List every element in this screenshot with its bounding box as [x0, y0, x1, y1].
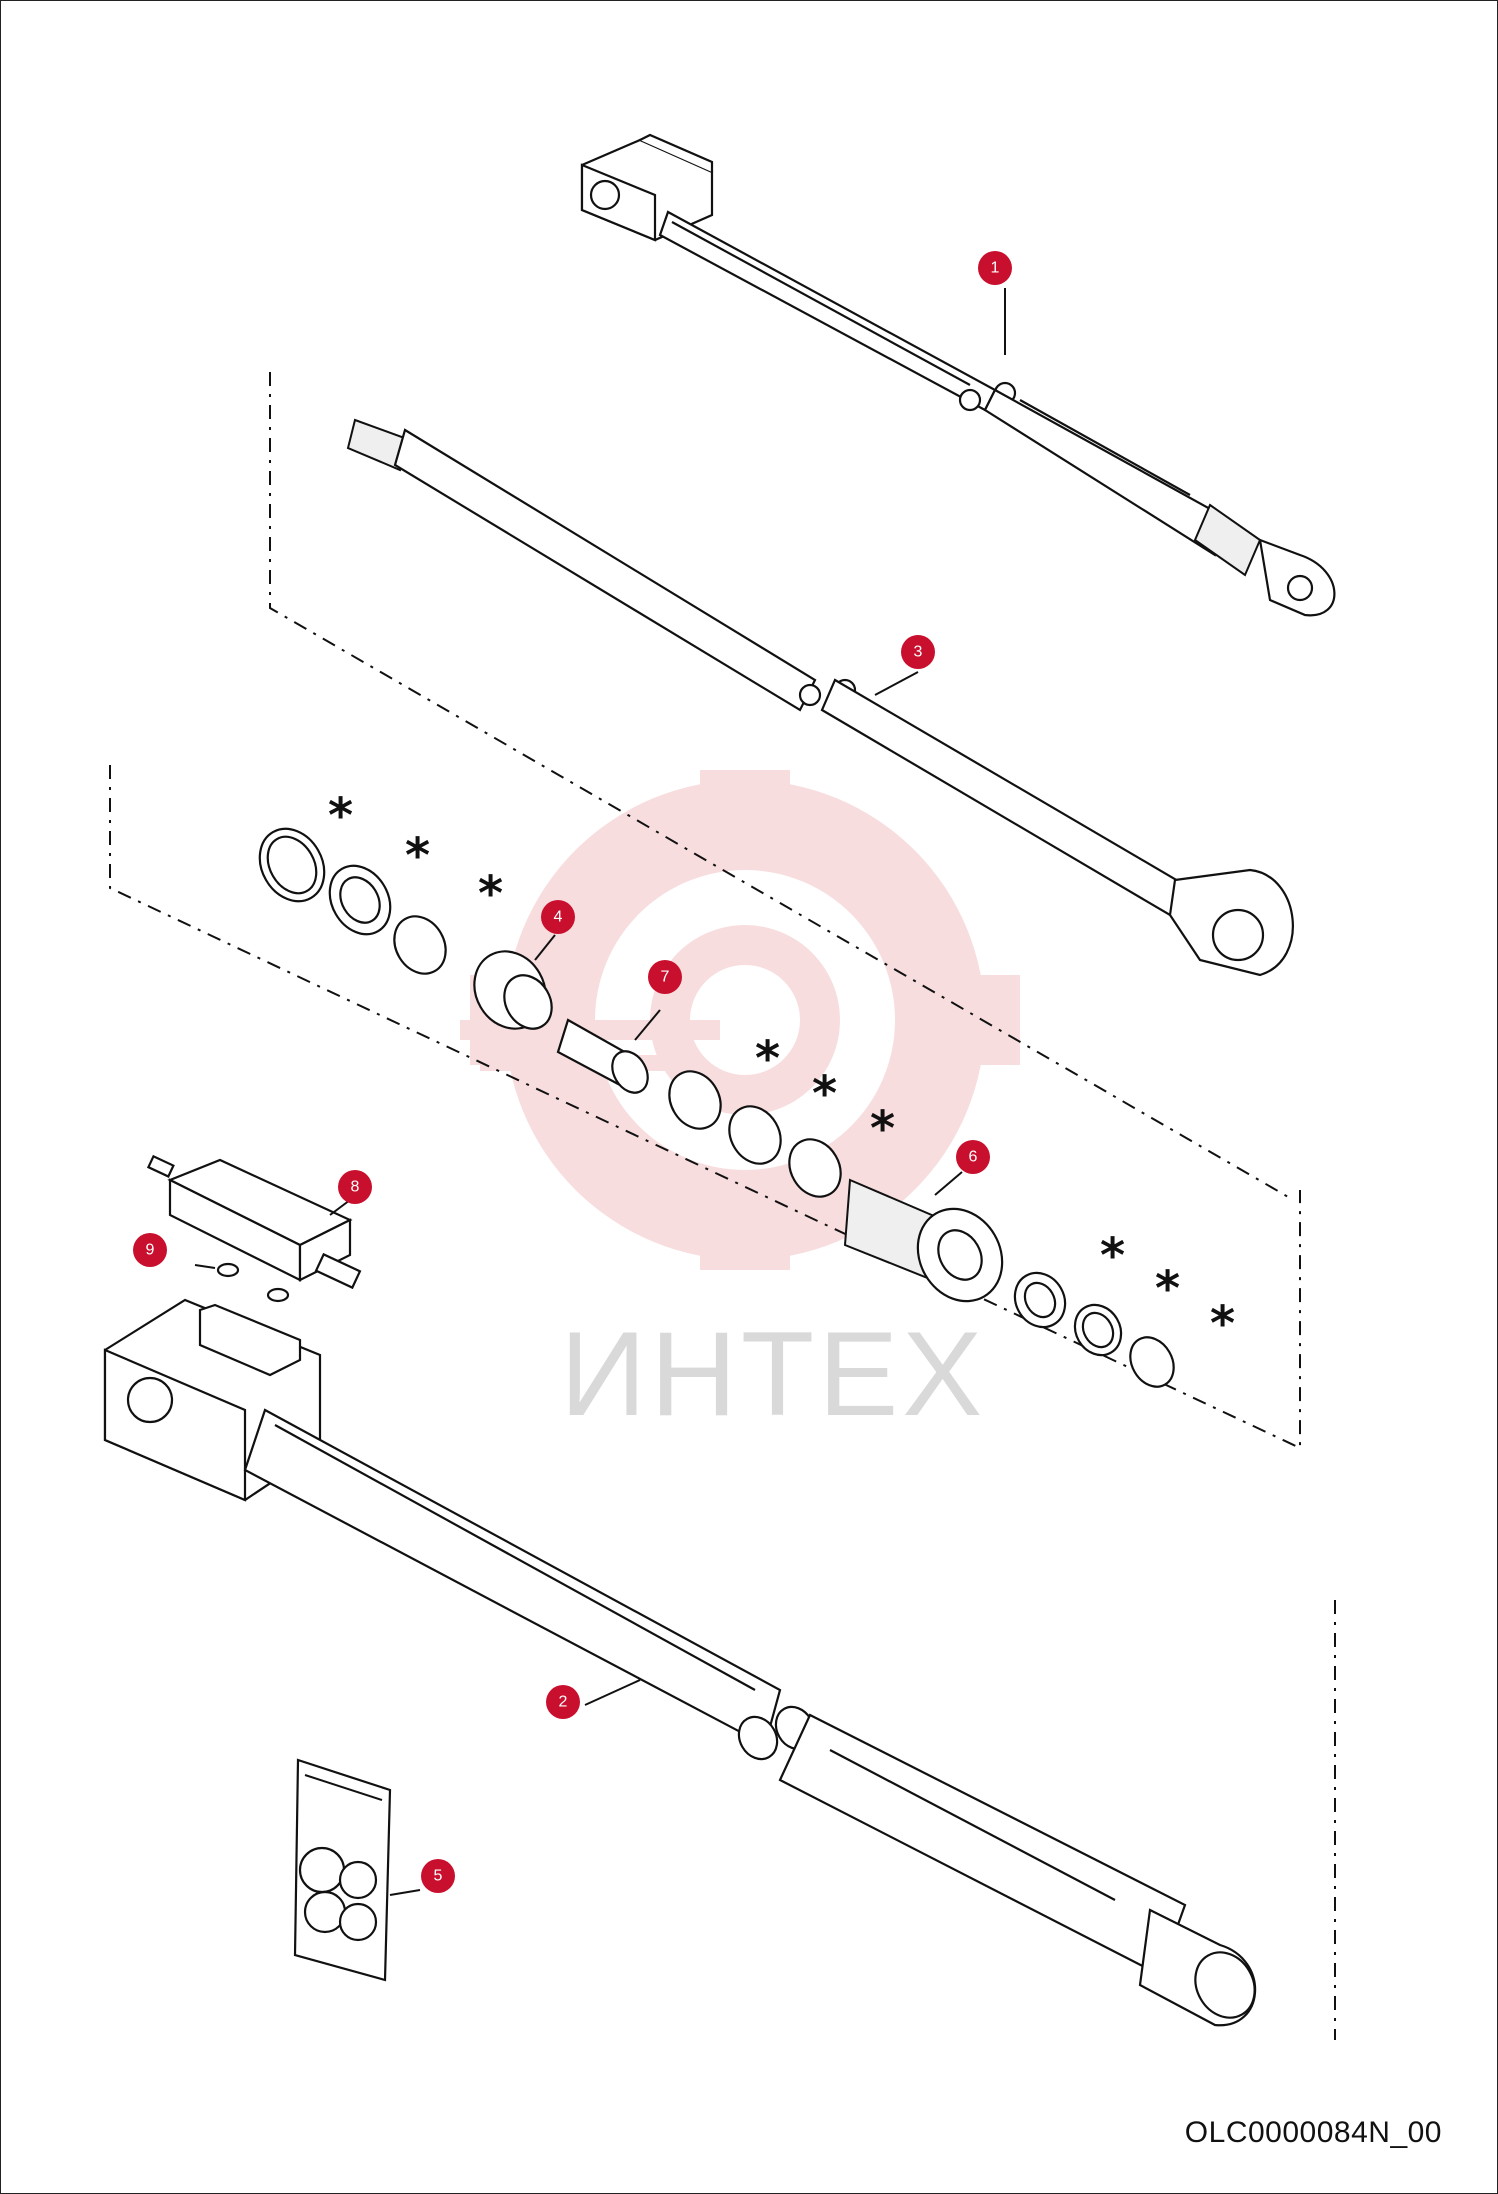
assembly-line-rod — [269, 372, 1291, 1199]
svg-text:9: 9 — [146, 1242, 155, 1259]
part-piston-rod — [346, 418, 1294, 977]
callout-8[interactable]: 8 — [338, 1170, 372, 1204]
kit-marker: * — [870, 1101, 895, 1157]
kit-marker: * — [1100, 1228, 1125, 1284]
watermark-text: ИНТЕХ — [560, 1307, 986, 1441]
svg-text:5: 5 — [434, 1868, 443, 1885]
kit-marker: * — [478, 866, 503, 922]
callout-4[interactable]: 4 — [541, 900, 575, 934]
callout-9[interactable]: 9 — [133, 1233, 167, 1267]
part-cylinder-barrel — [103, 1298, 1257, 2027]
callout-7[interactable]: 7 — [648, 960, 682, 994]
part-seal-kit-bag — [293, 1758, 392, 1982]
svg-text:7: 7 — [661, 969, 670, 986]
callout-3[interactable]: 3 — [901, 635, 935, 669]
kit-marker: * — [755, 1031, 780, 1087]
part-seal-row — [258, 827, 1175, 1388]
svg-text:8: 8 — [351, 1179, 360, 1196]
svg-text:6: 6 — [969, 1149, 978, 1166]
svg-text:4: 4 — [554, 909, 563, 926]
part-cylinder-rod-assembly — [580, 133, 1336, 617]
document-code: OLC0000084N_00 — [1184, 2116, 1442, 2149]
part-valve-block — [146, 1154, 362, 1303]
callout-5[interactable]: 5 — [421, 1859, 455, 1893]
svg-text:1: 1 — [991, 260, 1000, 277]
leader-lines — [194, 288, 1006, 1896]
kit-marker: * — [328, 788, 353, 844]
callout-2[interactable]: 2 — [546, 1685, 580, 1719]
kit-marker: * — [812, 1066, 837, 1122]
watermark-gear-icon — [460, 770, 1020, 1270]
svg-text:2: 2 — [559, 1694, 568, 1711]
kit-marker: * — [1155, 1261, 1180, 1317]
kit-marker: * — [405, 828, 430, 884]
kit-marker: * — [1210, 1296, 1235, 1352]
callout-1[interactable]: 1 — [978, 251, 1012, 285]
callout-6[interactable]: 6 — [956, 1140, 990, 1174]
svg-text:3: 3 — [914, 644, 923, 661]
kit-markers: * * * * * * * * * — [328, 788, 1235, 1352]
